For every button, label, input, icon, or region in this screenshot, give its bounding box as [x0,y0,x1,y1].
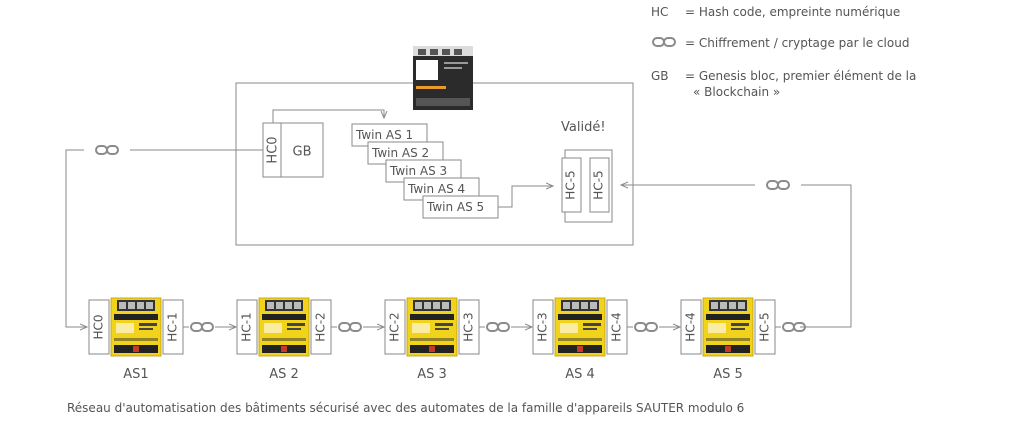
twin-label-2: Twin AS 2 [371,146,429,160]
twin-label-4: Twin AS 4 [407,182,465,196]
validation-hc5-right-label: HC-5 [592,170,606,199]
device-left-hc-label: HC-2 [388,312,402,341]
chain-icon-right [766,180,790,190]
chain-icon [190,322,214,332]
device-label: AS 4 [565,367,595,382]
right-link-up [800,184,852,328]
genesis-block-box [280,122,324,178]
legend-hc-desc: = Hash code, empreinte numérique [685,5,900,19]
device-group-4: HC-3 HC-4 AS 4 [532,297,680,382]
hc0-to-twins-arrow [272,109,384,123]
device-left-hc-box [88,299,110,355]
legend-gb-desc-2: « Blockchain » [693,85,780,99]
left-link-down-arrow [65,149,87,327]
device-label: AS 5 [713,367,743,382]
device-label: AS1 [123,367,148,382]
legend-gb-desc-1: = Genesis bloc, premier élément de la [685,69,916,83]
controller-device [258,297,310,357]
chain-icon [338,322,362,332]
caption: Réseau d'automatisation des bâtiments sé… [67,401,744,415]
device-left-hc-label: HC-4 [684,312,698,341]
validated-label: Validé! [561,120,606,135]
device-left-hc-box [680,299,702,355]
controller-device [406,297,458,357]
cloud-hc0-label: HC0 [266,136,281,163]
chain-icon [634,322,658,332]
legend-hc-key: HC [651,5,668,19]
legend-chain-desc: = Chiffrement / cryptage par le cloud [685,36,909,50]
device-right-hc-label: HC-3 [462,312,476,341]
chain-icon [486,322,510,332]
device-group-3: HC-2 HC-3 AS 3 [384,297,532,382]
device-label: AS 3 [417,367,447,382]
legend: HC = Hash code, empreinte numérique = Ch… [651,5,916,99]
device-right-hc-label: HC-1 [166,312,180,341]
twin-label-3: Twin AS 3 [389,164,447,178]
device-right-hc-label: HC-2 [314,312,328,341]
validation-hc5-right-box [589,157,610,213]
chain-icon-left [95,145,119,155]
device-group-5: HC-4 HC-5 AS 5 [680,297,806,382]
device-left-hc-label: HC0 [92,314,106,339]
device-left-hc-box [236,299,258,355]
legend-gb-key: GB [651,69,669,83]
device-group-2: HC-1 HC-2 AS 2 [236,297,384,382]
twins-to-validation-arrow [498,186,553,208]
device-label: AS 2 [269,367,299,382]
validation-hc5-left-label: HC-5 [564,170,578,199]
controller-device [554,297,606,357]
device-left-hc-label: HC-3 [536,312,550,341]
controller-device [110,297,162,357]
device-left-hc-box [532,299,554,355]
device-left-hc-box [384,299,406,355]
device-left-hc-label: HC-1 [240,312,254,341]
twin-label-1: Twin AS 1 [355,128,413,142]
twin-label-5: Twin AS 5 [426,200,484,214]
legend-chain-icon [652,37,676,47]
device-right-hc-label: HC-4 [610,312,624,341]
server-device [413,46,473,110]
device-right-hc-label: HC-5 [758,312,772,341]
genesis-block-label: GB [293,145,312,160]
validation-hc5-left-box [561,157,582,213]
controller-device [702,297,754,357]
